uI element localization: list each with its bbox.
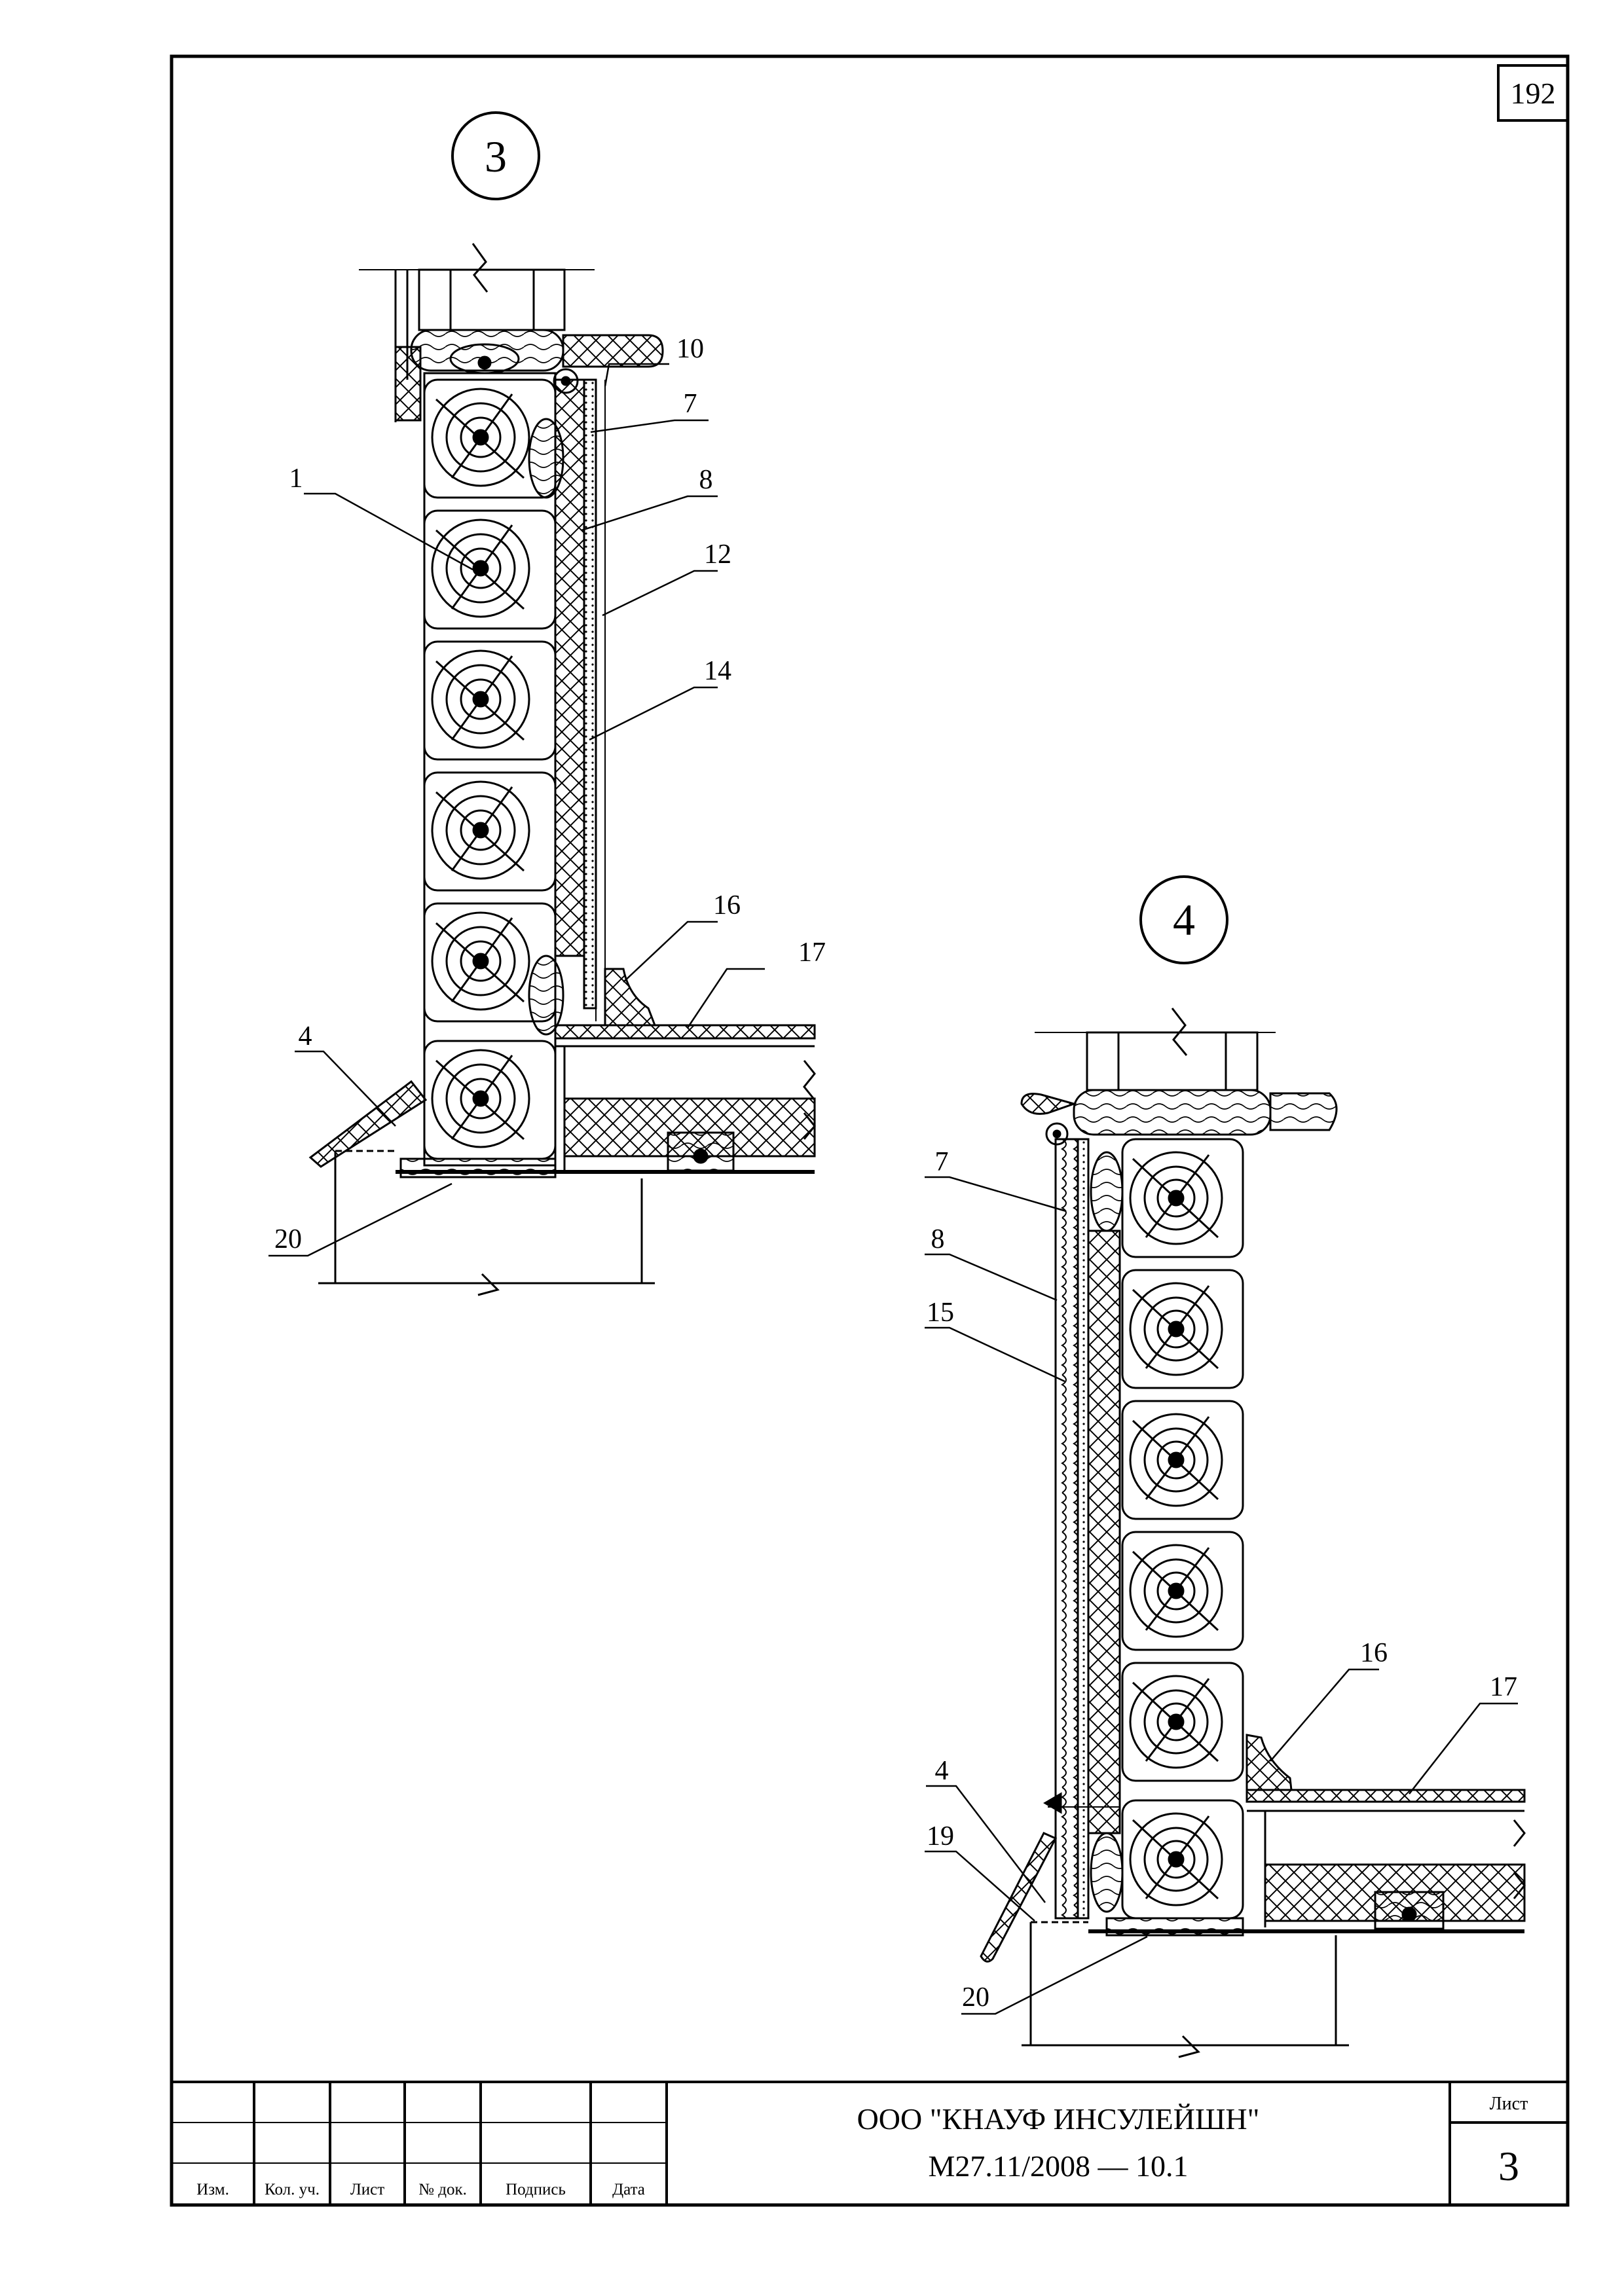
callout-4: 4 (935, 1756, 949, 1786)
detail-4-callout-labels: 4 7 8 15 16 17 19 20 (927, 1147, 1517, 2013)
callout-12: 12 (704, 539, 731, 570)
detail-3-log-column (423, 372, 557, 1167)
detail-3-insulation (528, 368, 606, 1036)
col-kol-uch: Кол. уч. (265, 2181, 320, 2198)
detail-4-foundation (980, 1832, 1349, 2058)
log (423, 1040, 557, 1160)
detail-3-number: 3 (485, 132, 507, 181)
detail-3-floor (396, 968, 816, 1178)
callout-8: 8 (931, 1224, 945, 1254)
callout-20: 20 (274, 1224, 302, 1254)
col-izm: Изм. (196, 2181, 229, 2198)
callout-1: 1 (289, 464, 303, 494)
title-block-columns: Изм. Кол. уч. Лист № док. Подпись Дата (196, 2181, 645, 2198)
detail-4-number: 4 (1173, 895, 1195, 945)
callout-4: 4 (299, 1021, 312, 1051)
log (423, 640, 557, 761)
callout-16: 16 (713, 890, 741, 920)
log (423, 509, 557, 630)
sheet-frame (170, 54, 1570, 2207)
callout-20: 20 (962, 1982, 989, 2013)
detail-4-floor (1088, 1734, 1526, 1937)
log (423, 902, 557, 1023)
detail-3-upper-log (359, 243, 664, 422)
callout-8: 8 (699, 465, 713, 495)
title-block (172, 2081, 1568, 2205)
col-data: Дата (612, 2181, 645, 2198)
detail-3-bubble (451, 111, 540, 200)
log (1121, 1531, 1244, 1651)
callout-17: 17 (798, 938, 826, 968)
col-n-dok: № док. (418, 2181, 467, 2198)
log (1121, 1138, 1244, 1258)
log (1121, 1269, 1244, 1389)
sheet-number-box (1497, 64, 1569, 122)
document-code: М27.11/2008 — 10.1 (929, 2149, 1189, 2183)
log (1121, 1662, 1244, 1782)
callout-16: 16 (1360, 1638, 1388, 1668)
col-list: Лист (350, 2181, 384, 2198)
detail-4-insulation (1043, 1138, 1124, 1920)
detail-4-bubble (1139, 875, 1228, 964)
callout-19: 19 (927, 1821, 954, 1851)
company-name: ООО "КНАУФ ИНСУЛЕЙШН" (857, 2102, 1260, 2136)
log (1121, 1799, 1244, 1920)
detail-3-leaders (268, 363, 765, 1257)
sheet-value: 3 (1498, 2143, 1519, 2189)
callout-15: 15 (927, 1298, 954, 1328)
log (1121, 1400, 1244, 1520)
detail-4-leaders (925, 1176, 1518, 2015)
detail-4-upper-log (1020, 1008, 1338, 1146)
col-podpis: Подпись (506, 2181, 566, 2198)
callout-7: 7 (684, 389, 697, 419)
callout-14: 14 (704, 656, 731, 686)
sheet-label: Лист (1490, 2094, 1528, 2114)
callout-10: 10 (676, 334, 704, 364)
callout-17: 17 (1490, 1672, 1517, 1702)
detail-4-log-column (1121, 1138, 1244, 1920)
log (423, 771, 557, 892)
callout-7: 7 (935, 1147, 949, 1177)
detail-3-callout-labels: 1 4 7 8 10 12 14 16 17 20 (274, 334, 826, 1254)
sheet-number: 192 (1511, 77, 1556, 110)
